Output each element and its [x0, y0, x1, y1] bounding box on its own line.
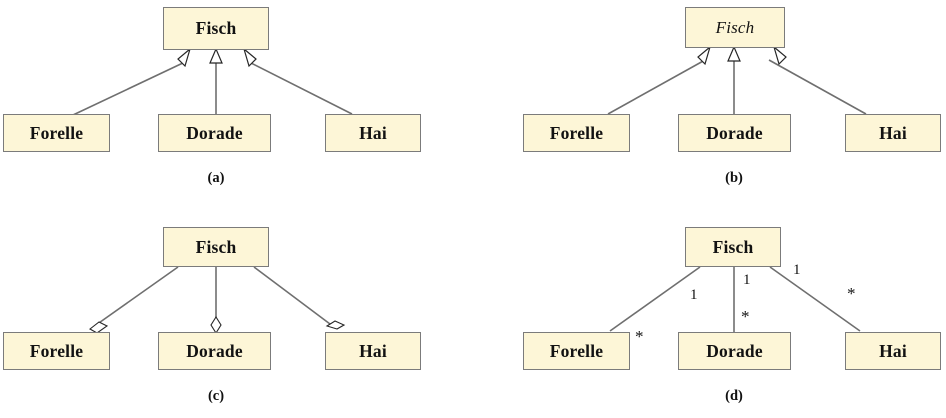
- edge-hai-fisch-b: [768, 59, 867, 115]
- hollow-diamond-icon: [325, 320, 346, 330]
- class-name-label: Forelle: [549, 340, 604, 361]
- class-box-dorade-d[interactable]: Dorade: [678, 332, 791, 370]
- class-box-fisch-c[interactable]: Fisch: [163, 227, 269, 267]
- panel-b-connectors: [607, 45, 867, 115]
- hollow-triangle-icon: [242, 47, 257, 68]
- hollow-triangle-icon: [727, 45, 741, 62]
- class-box-forelle-c[interactable]: Forelle: [3, 332, 110, 370]
- panel-caption-a: (a): [207, 170, 225, 186]
- hollow-triangle-icon: [209, 47, 223, 64]
- class-box-hai-c[interactable]: Hai: [325, 332, 421, 370]
- edge-fisch-forelle-c: [95, 266, 179, 326]
- class-box-fisch-b[interactable]: Fisch: [685, 7, 785, 48]
- edge-fisch-hai-d: [769, 266, 861, 332]
- multiplicity-label-dorade-child: *: [741, 307, 750, 326]
- edge-forelle-fisch-b: [607, 59, 706, 115]
- class-box-forelle-d[interactable]: Forelle: [523, 332, 630, 370]
- class-box-dorade-b[interactable]: Dorade: [678, 114, 791, 152]
- hollow-triangle-icon: [697, 45, 712, 66]
- class-name-label: Fisch: [715, 17, 755, 37]
- class-box-forelle-a[interactable]: Forelle: [3, 114, 110, 152]
- hollow-diamond-icon: [89, 321, 109, 334]
- class-name-label: Dorade: [706, 340, 763, 361]
- class-box-fisch-d[interactable]: Fisch: [685, 227, 781, 267]
- panel-caption-c: (c): [207, 388, 225, 404]
- class-box-hai-d[interactable]: Hai: [845, 332, 941, 370]
- multiplicity-label-hai-parent: 1: [793, 262, 801, 278]
- class-name-label: Fisch: [712, 236, 754, 257]
- class-box-forelle-b[interactable]: Forelle: [523, 114, 630, 152]
- class-name-label: Hai: [359, 122, 387, 143]
- panel-a-connectors: [72, 47, 353, 116]
- class-box-fisch-a[interactable]: Fisch: [163, 7, 269, 50]
- class-name-label: Fisch: [195, 236, 237, 257]
- class-name-label: Dorade: [186, 122, 243, 143]
- class-name-label: Hai: [359, 340, 387, 361]
- class-name-label: Dorade: [186, 340, 243, 361]
- hollow-diamond-icon: [210, 315, 222, 335]
- class-name-label: Dorade: [706, 122, 763, 143]
- class-name-label: Fisch: [195, 18, 237, 38]
- class-box-hai-b[interactable]: Hai: [845, 114, 941, 152]
- multiplicity-label-dorade-parent: 1: [743, 272, 751, 288]
- class-box-dorade-a[interactable]: Dorade: [158, 114, 271, 152]
- multiplicity-label-hai-child: *: [847, 284, 856, 303]
- class-box-dorade-c[interactable]: Dorade: [158, 332, 271, 370]
- multiplicity-label-forelle-child: *: [635, 327, 644, 346]
- edge-fisch-forelle-d: [609, 266, 701, 332]
- class-name-label: Hai: [879, 122, 907, 143]
- panel-d-connectors: [609, 266, 861, 332]
- edge-fisch-hai-c: [253, 266, 331, 325]
- class-name-label: Forelle: [549, 122, 604, 143]
- panel-caption-b: (b): [725, 170, 743, 186]
- class-box-hai-a[interactable]: Hai: [325, 114, 421, 152]
- multiplicity-label-forelle-parent: 1: [690, 287, 698, 303]
- edge-hai-fisch-a: [248, 61, 353, 115]
- hollow-triangle-icon: [177, 47, 192, 68]
- hollow-triangle-icon: [772, 45, 787, 66]
- panel-c-connectors: [89, 266, 346, 335]
- class-name-label: Hai: [879, 340, 907, 361]
- class-name-label: Forelle: [29, 340, 84, 361]
- edge-forelle-fisch-a: [72, 61, 186, 116]
- class-name-label: Forelle: [29, 122, 84, 143]
- panel-caption-d: (d): [725, 388, 743, 404]
